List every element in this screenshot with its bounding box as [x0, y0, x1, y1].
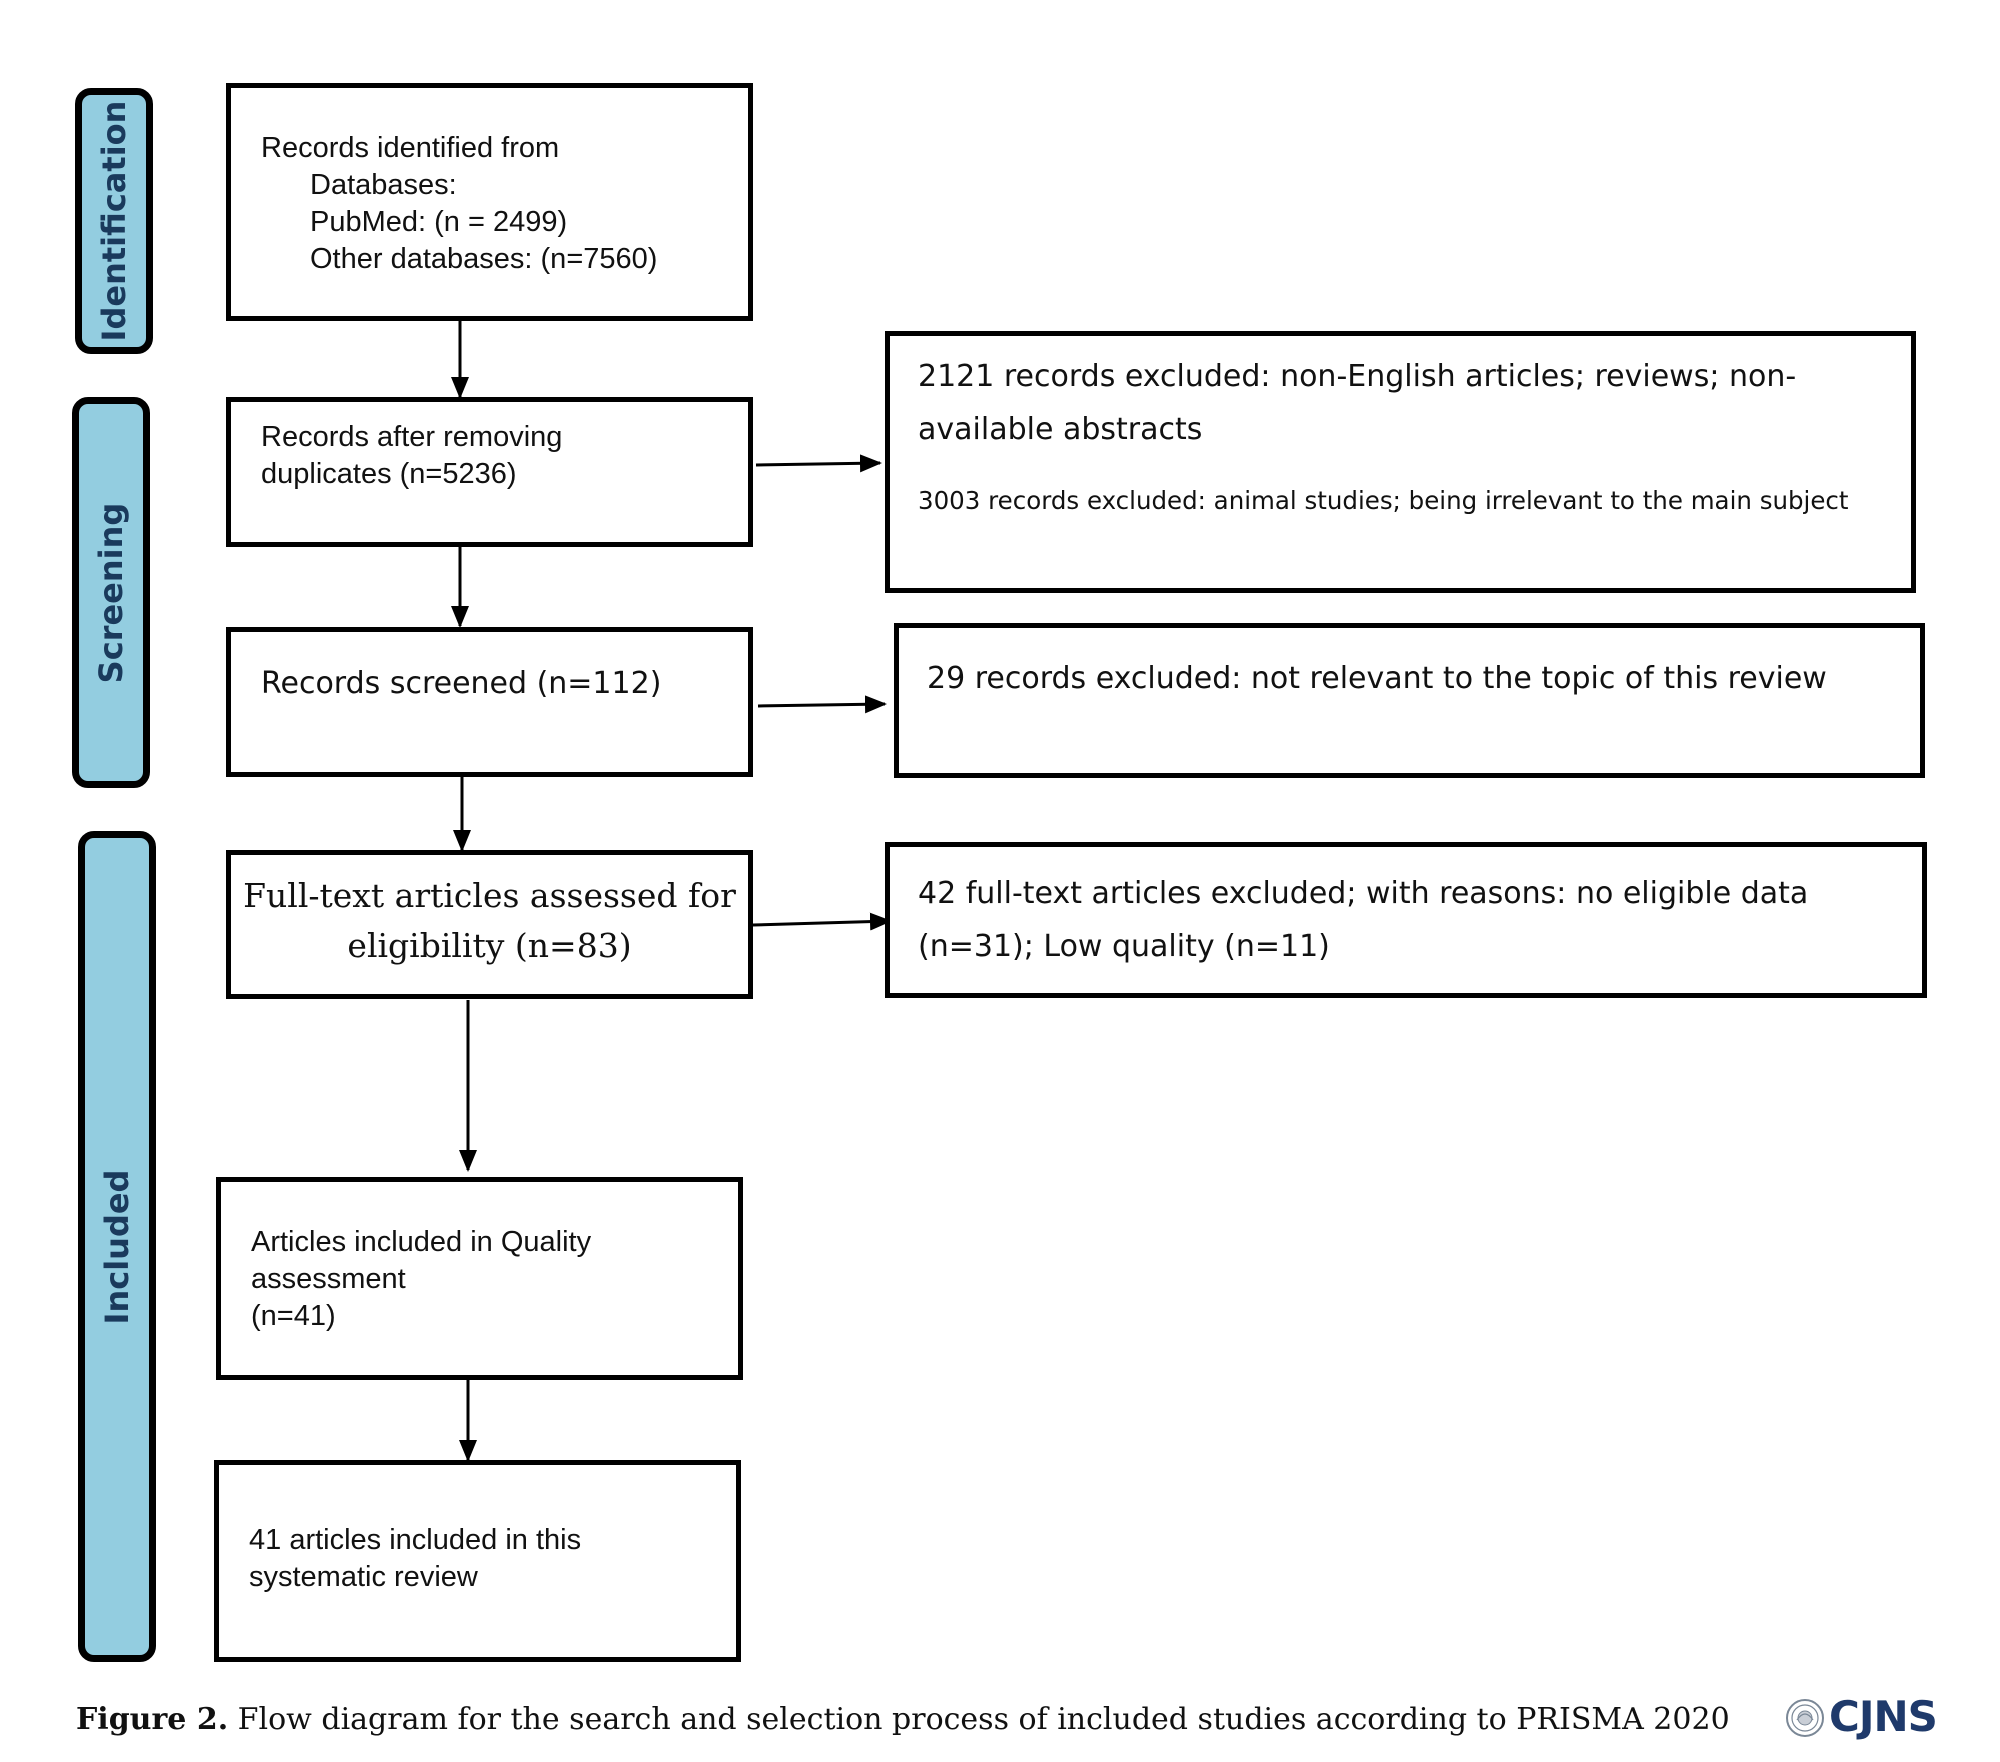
box-quality-assessment: Articles included in Quality assessment …: [216, 1177, 743, 1380]
box-fulltext-assessed: Full-text articles assessed for eligibil…: [226, 850, 753, 999]
box-excluded-screening: 2121 records excluded: non-English artic…: [885, 331, 1916, 593]
arrow-fulltext-to-excluded: [752, 912, 892, 931]
box-after-duplicates: Records after removing duplicates (n=523…: [226, 397, 753, 547]
records-identified-databases: Databases:: [310, 169, 457, 201]
stage-included: Included: [78, 831, 156, 1662]
box-excluded-screened: 29 records excluded: not relevant to the…: [894, 623, 1925, 778]
quality-line2: assessment: [251, 1263, 406, 1295]
arrow-duplicates-to-excluded: [755, 454, 882, 473]
stage-screening: Screening: [72, 397, 150, 788]
seal-icon: [1786, 1699, 1824, 1737]
excluded-screening-line1: 2121 records excluded: non-English artic…: [918, 359, 1797, 394]
box-final-included: 41 articles included in this systematic …: [214, 1460, 741, 1662]
box-excluded-fulltext: 42 full-text articles excluded; with rea…: [885, 842, 1927, 998]
box-records-identified: Records identified from Databases: PubMe…: [226, 83, 753, 321]
after-duplicates-line1: Records after removing: [261, 421, 563, 453]
excluded-fulltext-line2: (n=31); Low quality (n=11): [918, 929, 1330, 964]
stage-identification: Identification: [75, 88, 153, 354]
fulltext-line2: eligibility (n=83): [347, 926, 632, 965]
figure-caption-text: Flow diagram for the search and selectio…: [228, 1702, 1730, 1737]
records-screened-line1: Records screened (n=112): [261, 666, 662, 701]
records-identified-other: Other databases: (n=7560): [310, 243, 658, 275]
box-records-screened: Records screened (n=112): [226, 627, 753, 777]
logo-text: CJNS: [1829, 1692, 1938, 1741]
figure-caption: Figure 2. Flow diagram for the search an…: [76, 1702, 1730, 1737]
excluded-screening-line2: available abstracts: [918, 412, 1203, 447]
excluded-screened-line1: 29 records excluded: not relevant to the…: [927, 661, 1827, 696]
records-identified-pubmed: PubMed: (n = 2499): [310, 206, 568, 238]
records-identified-title: Records identified from: [261, 132, 560, 164]
excluded-fulltext-line1: 42 full-text articles excluded; with rea…: [918, 876, 1809, 911]
quality-line3: (n=41): [251, 1300, 336, 1332]
final-line1: 41 articles included in this: [249, 1524, 582, 1556]
arrow-screened-to-excluded: [757, 695, 887, 714]
excluded-screening-line3: 3003 records excluded: animal studies; b…: [918, 486, 1849, 515]
final-line2: systematic review: [249, 1561, 478, 1593]
quality-line1: Articles included in Quality: [251, 1226, 592, 1258]
after-duplicates-line2: duplicates (n=5236): [261, 458, 517, 490]
figure-caption-label: Figure 2.: [76, 1702, 229, 1737]
fulltext-line1: Full-text articles assessed for: [243, 876, 736, 915]
